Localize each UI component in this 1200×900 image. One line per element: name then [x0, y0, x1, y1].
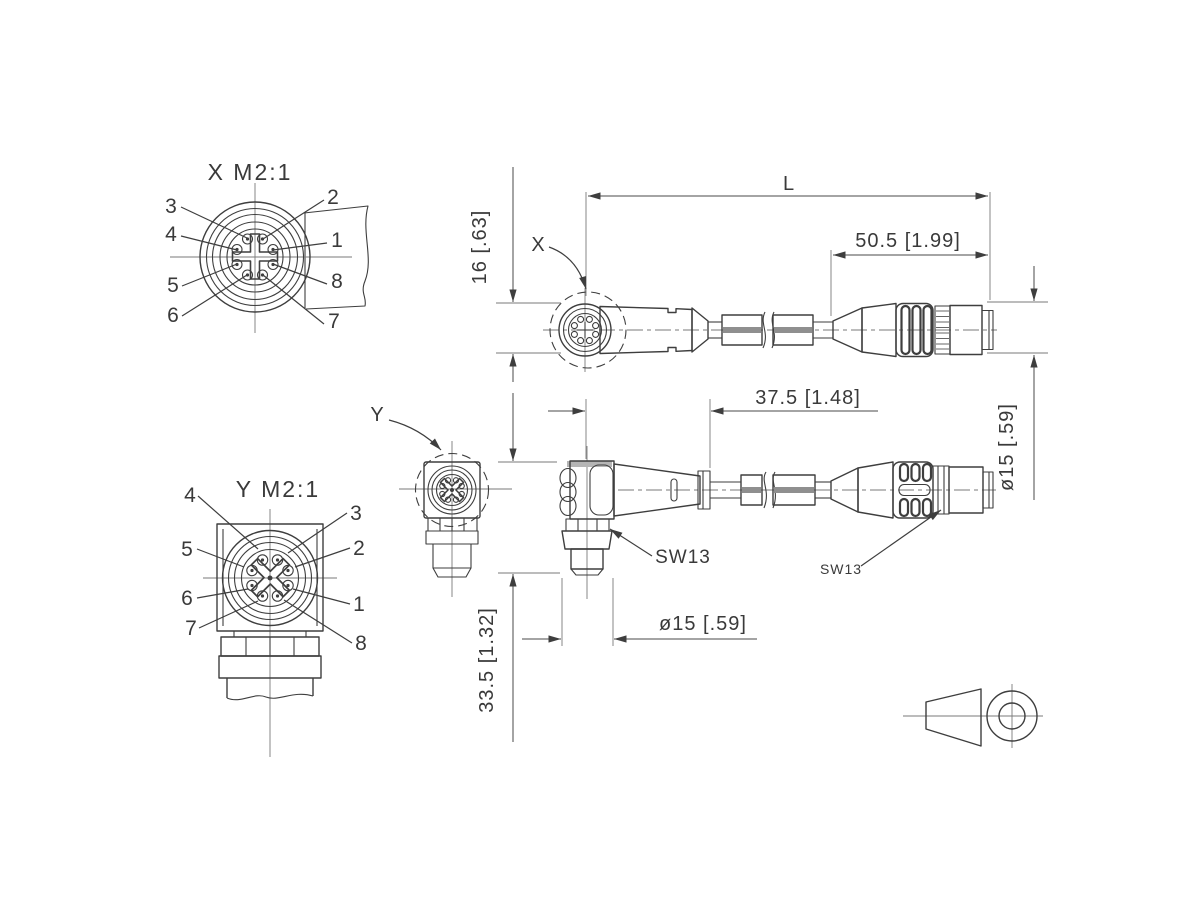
pin-label: 4	[165, 223, 177, 246]
section-flag	[303, 205, 369, 310]
dim-text-connector-length: 50.5 [1.99]	[855, 230, 961, 252]
hex-nut	[561, 530, 613, 550]
wrench-label-left: SW13	[655, 547, 711, 568]
straight-body	[861, 302, 897, 358]
ref-leader-x	[548, 246, 587, 290]
grip-rib	[910, 497, 921, 518]
ref-label-y: Y	[370, 404, 383, 426]
connector-ring-2	[227, 535, 313, 621]
cable-break-edge	[226, 693, 314, 701]
detail-view-x: X M2:1	[165, 159, 369, 333]
pin-label: 4	[184, 484, 196, 507]
pin-label: 6	[167, 304, 179, 327]
cable-collar	[697, 470, 711, 510]
wrench-leader-left	[609, 528, 653, 557]
connector-ring-3	[233, 541, 307, 615]
knurl-ticks	[936, 310, 949, 350]
cable-segment	[772, 314, 814, 346]
connector-ring-3	[211, 213, 299, 301]
pin-contacts-y	[246, 554, 294, 602]
connector-outer-ring	[199, 201, 311, 313]
dim-text-length: L	[783, 173, 795, 195]
grip-rib	[900, 304, 911, 356]
side-view-y: Y	[370, 387, 996, 742]
straight-connector-side	[830, 461, 994, 519]
cable-segment	[772, 474, 816, 506]
cable-segment	[721, 314, 763, 346]
angle-body-taper	[613, 463, 701, 517]
grip-rib	[910, 462, 921, 483]
coupling-nut	[218, 630, 322, 701]
connector-insert-ring	[226, 228, 284, 286]
body-slot	[670, 478, 678, 502]
angle-connector-side	[559, 460, 711, 520]
projection-symbol	[903, 684, 1043, 748]
connector-outer-ring	[221, 529, 319, 627]
phantom-circle	[549, 291, 627, 369]
pin-label: 2	[327, 186, 339, 209]
ref-label-x: X	[531, 234, 544, 256]
cone-side-view	[925, 688, 982, 747]
grip-rib	[921, 462, 933, 483]
grip-rib	[898, 462, 910, 483]
cross-center	[267, 575, 273, 581]
detail-y-title: Y M2:1	[236, 476, 320, 502]
cable-band	[774, 327, 812, 333]
cone-front-outer	[986, 690, 1038, 742]
wrench-leader-right	[860, 509, 942, 567]
pin-label: 3	[165, 195, 177, 218]
wrench-label-right: SW13	[820, 561, 862, 577]
pin-label: 5	[181, 538, 193, 561]
mini-y-connector	[414, 452, 490, 578]
grip-rib	[922, 304, 933, 356]
pin-label: 3	[350, 502, 362, 525]
connector-ring-2	[205, 207, 305, 307]
connector-insert-ring	[240, 548, 300, 608]
detail-x-title: X M2:1	[208, 159, 293, 185]
break-line	[762, 311, 766, 349]
cable-band	[774, 487, 814, 493]
pin-label: 8	[331, 270, 343, 293]
pin-label: 1	[331, 229, 343, 252]
socket-tip	[570, 568, 604, 576]
head-pins	[570, 315, 600, 345]
grip-housing	[895, 302, 934, 358]
head-ring	[562, 307, 608, 353]
cable-band	[723, 327, 761, 333]
break-line	[763, 471, 767, 509]
straight-body	[857, 461, 894, 519]
head-insert	[567, 312, 603, 348]
dim-text-height: 33.5 [1.32]	[476, 607, 498, 713]
dim-text-diameter: ø15 [.59]	[659, 613, 747, 635]
connector-tip	[981, 309, 994, 351]
pin-label: 1	[353, 593, 365, 616]
cable-segment	[740, 474, 763, 506]
socket-down	[561, 518, 613, 576]
dim-text-head-height: 16 [.63]	[469, 210, 491, 285]
cable-boot	[691, 307, 709, 353]
ref-leader-y	[388, 419, 442, 451]
pin-leaders-y	[196, 495, 353, 644]
cable-band	[742, 487, 761, 493]
grip-slot	[898, 483, 931, 497]
pin-label: 5	[167, 274, 179, 297]
pin-label: 8	[355, 632, 367, 655]
connector-tip	[982, 471, 994, 509]
pin-leaders-x	[180, 199, 328, 325]
head-outer	[558, 303, 612, 357]
dim-text-diameter: ø15 [.59]	[996, 403, 1018, 491]
dim-text-body-length: 37.5 [1.48]	[755, 387, 861, 409]
connector-ring-4	[219, 221, 291, 293]
grip-rib	[898, 497, 910, 518]
grip-rib	[911, 304, 922, 356]
detail-view-y: Y M2:1	[181, 476, 367, 757]
pin-label: 7	[185, 617, 197, 640]
pin-label: 2	[353, 537, 365, 560]
pin-label: 7	[328, 310, 340, 333]
side-view-x: L 50.5 [1.99] 16 [.63] ø15 [.59] X	[469, 167, 1048, 500]
cone-front-inner	[998, 702, 1026, 730]
pin-label: 6	[181, 587, 193, 610]
grip-rib	[921, 497, 933, 518]
